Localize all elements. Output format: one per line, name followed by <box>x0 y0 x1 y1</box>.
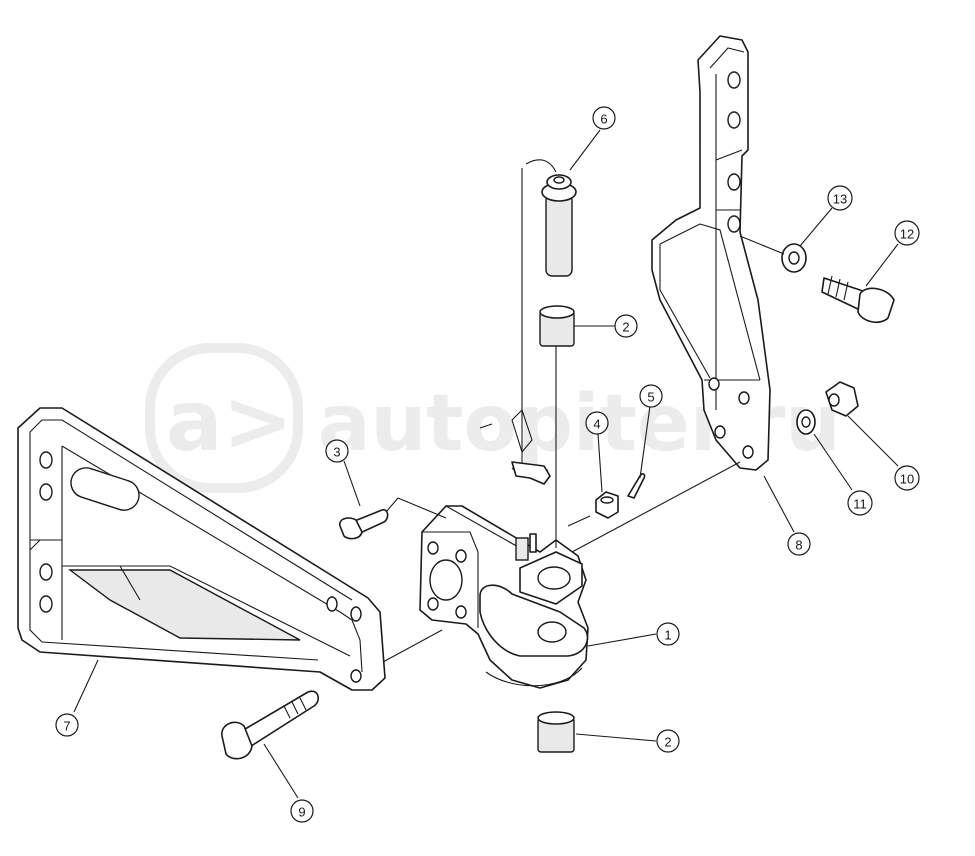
callout-6-label: 6 <box>600 112 607 127</box>
part-5-split-pin <box>627 473 646 499</box>
callout-13: 13 <box>827 185 853 211</box>
callout-8-label: 8 <box>795 538 802 553</box>
callout-7: 7 <box>55 713 79 737</box>
callout-11-label: 11 <box>853 497 867 512</box>
callout-10: 10 <box>894 465 920 491</box>
callout-1-label: 1 <box>664 628 671 643</box>
callout-2-bottom-label: 2 <box>664 735 671 750</box>
callout-10-label: 10 <box>900 472 914 487</box>
part-7-bracket <box>17 407 386 691</box>
part-11-washer <box>796 409 816 435</box>
part-13-washer <box>781 243 807 273</box>
part-2-bushing-bottom <box>537 711 575 753</box>
part-3-bolt <box>339 508 389 540</box>
part-2-bushing-top <box>539 305 575 347</box>
part-8-bracket <box>651 35 771 471</box>
assembly-lines <box>382 235 785 663</box>
part-4-nut <box>595 491 619 519</box>
callout-3: 3 <box>325 439 349 463</box>
callout-5-label: 5 <box>647 390 654 405</box>
callout-12: 12 <box>894 220 920 246</box>
part-9-bolt <box>221 690 320 760</box>
part-6-coupling-pin <box>479 159 577 485</box>
callout-4: 4 <box>585 411 609 435</box>
callout-4-label: 4 <box>593 417 600 432</box>
callout-13-label: 13 <box>833 192 847 207</box>
callout-8: 8 <box>787 532 811 556</box>
callout-2-top-label: 2 <box>622 320 629 335</box>
callout-9: 9 <box>290 799 314 823</box>
callout-9-label: 9 <box>298 805 305 820</box>
watermark-logo-mark: a> <box>166 372 293 470</box>
callout-7-label: 7 <box>63 719 70 734</box>
callout-2-bottom: 2 <box>656 729 680 753</box>
part-1-coupling-jaw <box>419 505 589 689</box>
callout-2-top: 2 <box>614 314 638 338</box>
part-10-nut <box>825 381 859 417</box>
callout-1: 1 <box>656 622 680 646</box>
callout-12-label: 12 <box>900 227 914 242</box>
callout-leaders <box>73 129 899 799</box>
callout-6: 6 <box>592 106 616 130</box>
part-12-bolt <box>821 275 895 324</box>
watermark-logo-frame <box>145 343 303 493</box>
callout-3-label: 3 <box>333 445 340 460</box>
callout-11: 11 <box>847 490 873 516</box>
callout-5: 5 <box>639 384 663 408</box>
